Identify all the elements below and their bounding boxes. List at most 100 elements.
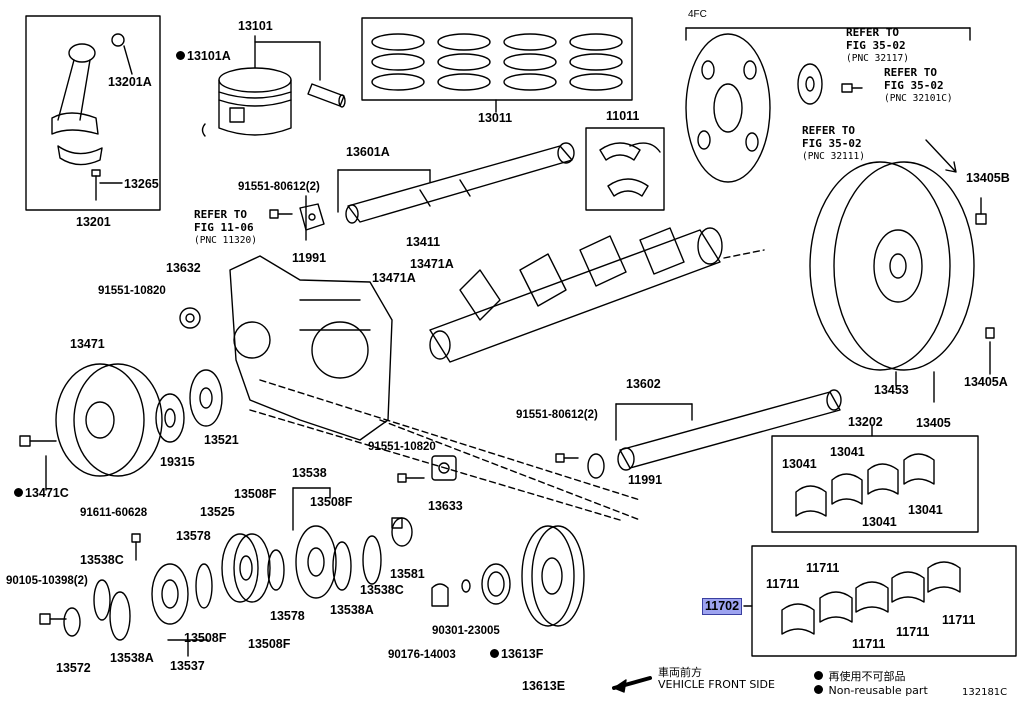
figure-id: 132181C [962, 687, 1008, 698]
part-label-text: 13101A [187, 49, 231, 63]
connecting-rod-box [25, 15, 161, 211]
part-label-13508f-a[interactable]: 13508F [234, 487, 277, 501]
part-label-13471a-left[interactable]: 13471A [372, 271, 416, 285]
part-label-91551-10820-upper[interactable]: 91551-10820 [98, 285, 166, 297]
dowel-pin-icon [985, 327, 995, 339]
ref-pnc: (PNC 32101C) [884, 93, 953, 104]
part-label-13613e[interactable]: 13613E [522, 679, 566, 693]
non-reusable-legend-jp: 再使用不可部品 [814, 668, 906, 684]
part-label-11991-upper[interactable]: 11991 [292, 251, 327, 265]
part-label-13538[interactable]: 13538 [292, 466, 327, 480]
part-label-13601a[interactable]: 13601A [346, 145, 390, 159]
part-label-13538c-a[interactable]: 13538C [80, 553, 124, 567]
part-label-13578-a[interactable]: 13578 [176, 529, 211, 543]
part-label-91551-10820-lower[interactable]: 91551-10820 [368, 441, 436, 453]
part-label-13572[interactable]: 13572 [56, 661, 91, 675]
part-label-13632[interactable]: 13632 [166, 261, 201, 275]
bolt-icon [975, 197, 987, 225]
part-label-11711-1[interactable]: 11711 [766, 577, 800, 591]
part-label-13537[interactable]: 13537 [170, 659, 205, 673]
part-label-13411[interactable]: 13411 [406, 235, 441, 249]
part-label-90176-14003[interactable]: 90176-14003 [388, 649, 456, 661]
part-label-90301-23005[interactable]: 90301-23005 [432, 625, 500, 637]
snap-ring-icon [201, 123, 206, 137]
part-label-13041-1[interactable]: 13041 [782, 457, 817, 471]
part-label-13405b[interactable]: 13405B [966, 171, 1010, 185]
part-label-13581[interactable]: 13581 [390, 567, 425, 581]
non-reusable-dot-icon [14, 488, 23, 497]
snap-ring-icon [93, 549, 285, 641]
part-label-13405a[interactable]: 13405A [964, 375, 1008, 389]
part-label-13101a[interactable]: 13101A [176, 50, 231, 63]
part-label-13041-2[interactable]: 13041 [830, 445, 865, 459]
part-label-13613f[interactable]: 13613F [490, 648, 543, 661]
part-label-13202[interactable]: 13202 [848, 415, 883, 429]
part-label-13521[interactable]: 13521 [204, 433, 239, 447]
piston-icon [218, 67, 292, 136]
part-label-13265[interactable]: 13265 [124, 177, 159, 191]
part-label-11011[interactable]: 11011 [606, 109, 640, 123]
part-label-13405[interactable]: 13405 [916, 416, 951, 430]
part-label-13525[interactable]: 13525 [200, 505, 235, 519]
part-label-13471[interactable]: 13471 [70, 337, 105, 351]
part-label-13538a-b[interactable]: 13538A [110, 651, 154, 665]
part-label-11711-5[interactable]: 11711 [942, 613, 976, 627]
part-label-13041-3[interactable]: 13041 [862, 515, 897, 529]
part-label-13602[interactable]: 13602 [626, 377, 661, 391]
bearing-shell-icon [781, 561, 961, 635]
part-label-11702-highlighted[interactable]: 11702 [702, 598, 743, 615]
part-label-13201[interactable]: 13201 [76, 215, 111, 229]
non-reusable-dot-icon [490, 649, 499, 658]
piston-pin-icon [307, 83, 346, 108]
bolt-icon [841, 83, 863, 93]
thrust-washer-box [585, 127, 665, 211]
ref-pnc: (PNC 32111) [802, 151, 865, 162]
part-label-11711-2[interactable]: 11711 [806, 561, 840, 575]
part-label-13011[interactable]: 13011 [478, 111, 513, 125]
crank-pulley-icon [55, 363, 163, 477]
part-label-11991-lower[interactable]: 11991 [628, 473, 663, 487]
balance-shaft-upper-icon [345, 142, 575, 224]
part-label-91551-80612-upper[interactable]: 91551-80612(2) [238, 181, 320, 193]
part-label-13633[interactable]: 13633 [428, 499, 463, 513]
part-label-11711-4[interactable]: 11711 [896, 625, 930, 639]
part-label-13578-b[interactable]: 13578 [270, 609, 305, 623]
part-label-11711-3[interactable]: 11711 [852, 637, 886, 651]
part-label-90105-10398[interactable]: 90105-10398(2) [6, 575, 88, 587]
part-label-13453[interactable]: 13453 [874, 383, 909, 397]
bolt-icon [397, 473, 425, 483]
thrust-washer-icon [599, 142, 661, 197]
part-label-4fc[interactable]: 4FC [688, 9, 707, 20]
part-label-91551-80612-lower[interactable]: 91551-80612(2) [516, 409, 598, 421]
ref-pnc: (PNC 11320) [194, 235, 257, 246]
legend-text: 再使用不可部品 [828, 670, 906, 683]
snap-ring-icon [332, 535, 382, 591]
part-label-13101[interactable]: 13101 [238, 19, 273, 33]
part-label-13471c[interactable]: 13471C [14, 487, 69, 500]
ref-line: FIG 11-06 [194, 221, 254, 234]
gear-icon [179, 307, 201, 329]
piston-ring-box [361, 17, 633, 101]
part-label-13471a-right[interactable]: 13471A [410, 257, 454, 271]
part-label-13508f-d[interactable]: 13508F [248, 637, 291, 651]
part-label-91611-60628[interactable]: 91611-60628 [80, 507, 148, 519]
oil-seal-icon [481, 563, 511, 605]
part-label-13508f-c[interactable]: 13508F [184, 631, 227, 645]
part-label-13201a[interactable]: 13201A [108, 75, 152, 89]
bearing-shell-icon [795, 453, 935, 517]
vehicle-front-jp: 車両前方 [658, 666, 702, 679]
spacer-icon [797, 63, 823, 105]
connecting-rod-icon [51, 33, 125, 166]
non-reusable-dot-icon [814, 671, 823, 680]
part-label-text: 13613F [501, 647, 544, 661]
part-label-13538c-b[interactable]: 13538C [360, 583, 404, 597]
ref-line: FIG 35-02 [846, 39, 906, 52]
part-label-13538a-a[interactable]: 13538A [330, 603, 374, 617]
part-label-13041-4[interactable]: 13041 [908, 503, 943, 517]
part-label-19315[interactable]: 19315 [160, 455, 195, 469]
part-label-13508f-b[interactable]: 13508F [310, 495, 353, 509]
